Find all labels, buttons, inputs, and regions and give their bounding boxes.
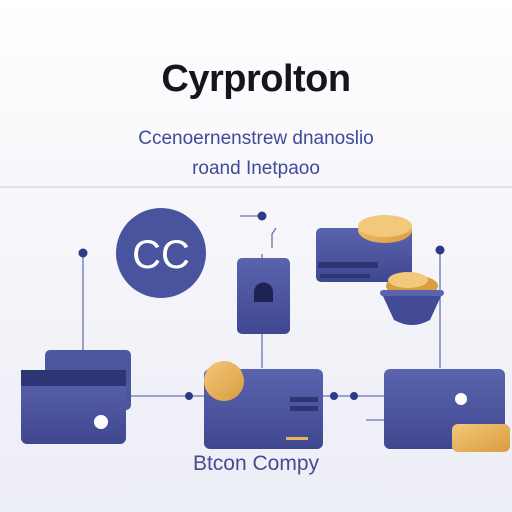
- node-dot: [435, 245, 445, 255]
- connector-line-top-down: [271, 227, 277, 248]
- card-with-coin-icon: [316, 215, 412, 282]
- coin-bowl-icon: [380, 272, 444, 325]
- node-dot: [78, 248, 88, 258]
- lock-device-icon: [237, 258, 290, 334]
- wallet-left-icon: [21, 350, 131, 444]
- header-divider: [0, 186, 512, 188]
- cc-logo-text: CC: [132, 233, 190, 277]
- node-dot: [257, 211, 267, 221]
- node-dot: [330, 392, 338, 400]
- subtitle-line-1: Ccenoernenstrew dnanoslio: [138, 128, 374, 149]
- wallet-center-icon: [204, 361, 323, 449]
- footer-label: Btcon Compy: [192, 452, 320, 475]
- page-title: Cyrprolton: [161, 58, 351, 100]
- node-dots: [78, 211, 445, 400]
- subtitle-line-2: roand Inetpaoo: [192, 158, 320, 179]
- node-dot: [350, 392, 358, 400]
- wallet-right-icon: [384, 369, 510, 452]
- cc-logo-icon: CC: [116, 208, 206, 298]
- node-dot: [185, 392, 193, 400]
